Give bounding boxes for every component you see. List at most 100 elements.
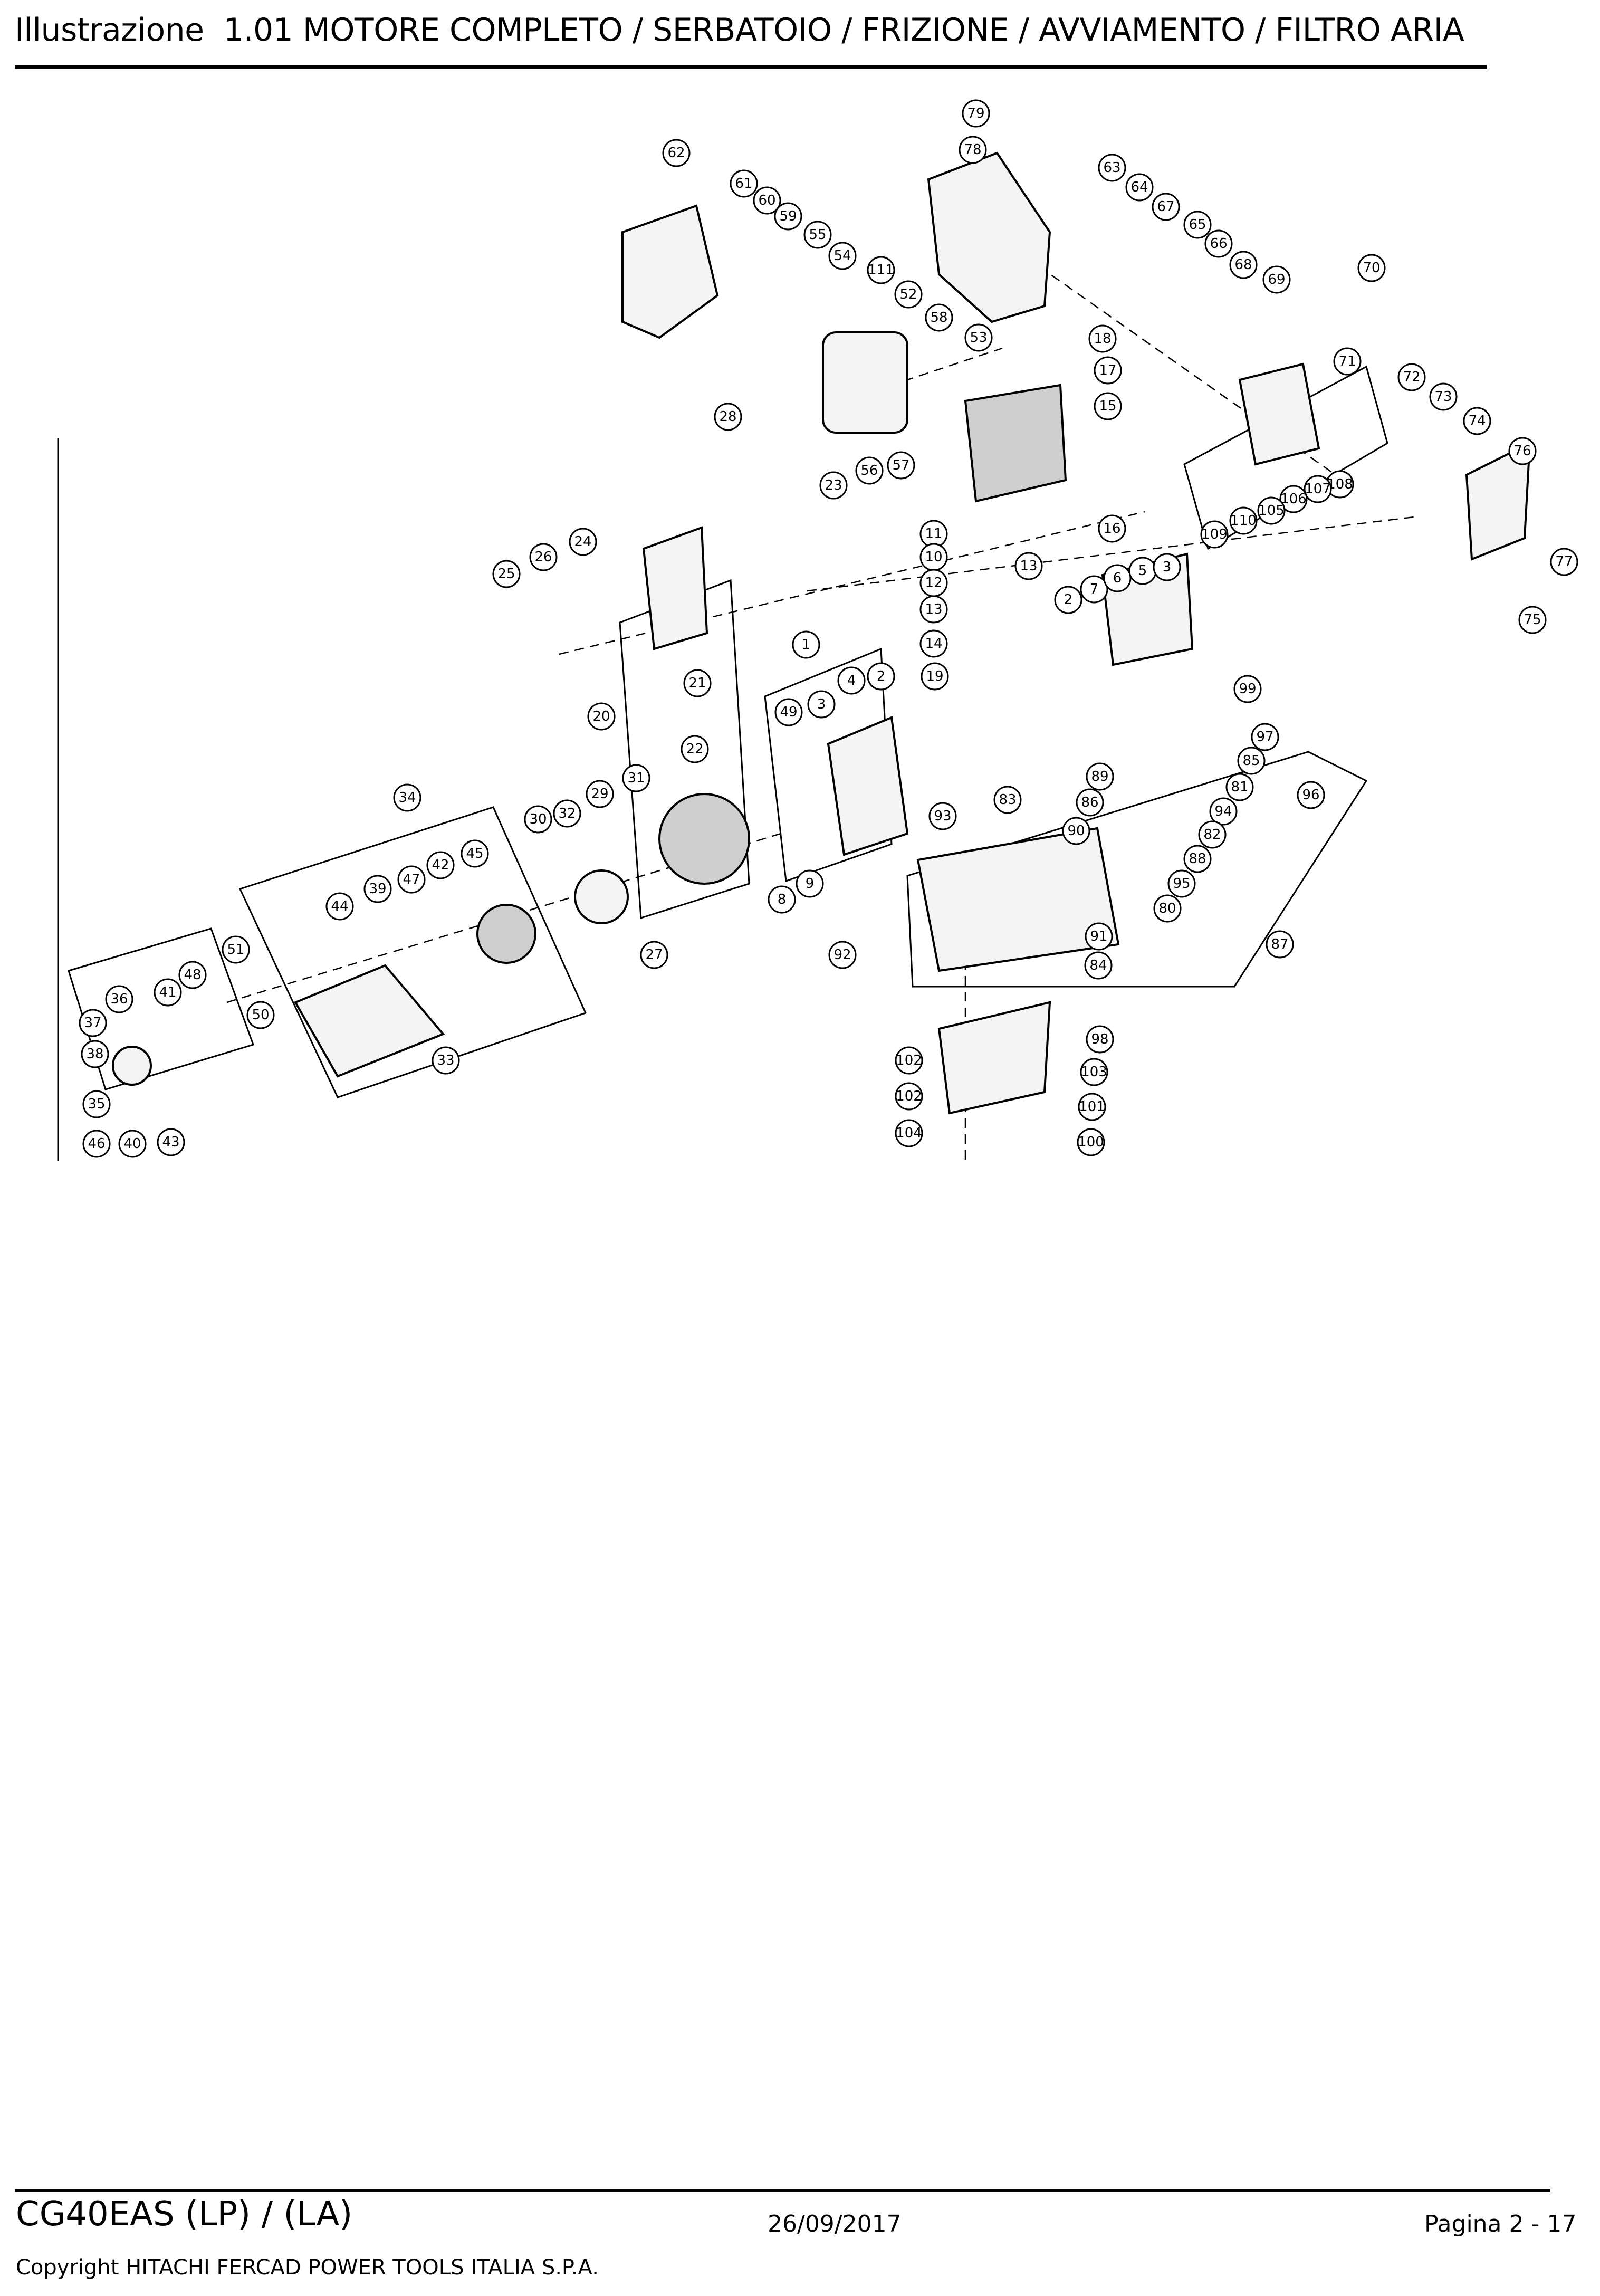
assembly-frames [68, 365, 1388, 1098]
callout-4: 4 [837, 666, 866, 695]
callout-label: 103 [1081, 1064, 1107, 1080]
callout-label: 107 [1305, 481, 1331, 497]
callout-circle [82, 1130, 111, 1158]
callout-label: 18 [1094, 331, 1111, 347]
callout-label: 56 [860, 463, 878, 479]
callout-label: 33 [437, 1053, 454, 1068]
callout-circle [828, 242, 857, 270]
callout-111: 111 [867, 256, 895, 284]
callout-label: 17 [1099, 362, 1116, 378]
callout-label: 64 [1130, 179, 1148, 195]
callout-circle [768, 885, 796, 914]
copyright-notice: Copyright HITACHI FERCAD POWER TOOLS ITA… [16, 2255, 599, 2280]
callout-2: 2 [867, 662, 895, 691]
callout-89: 89 [1086, 762, 1114, 791]
callout-66: 66 [1204, 229, 1233, 258]
callout-5: 5 [1128, 557, 1157, 585]
callout-46: 46 [82, 1130, 111, 1158]
callout-87: 87 [1266, 930, 1294, 959]
callout-69: 69 [1262, 265, 1291, 294]
callout-label: 68 [1234, 257, 1252, 273]
callout-circle [1062, 817, 1090, 845]
callout-11: 11 [919, 520, 948, 548]
callout-label: 78 [964, 142, 981, 158]
callout-circle [79, 1009, 107, 1037]
callout-35: 35 [82, 1090, 111, 1118]
callout-110: 110 [1229, 506, 1258, 535]
callout-circle [1086, 1025, 1114, 1054]
callout-circle [855, 456, 884, 485]
callout-45: 45 [461, 839, 489, 868]
frame-crankcase [764, 647, 893, 883]
components [112, 151, 1531, 1115]
callout-label: 23 [825, 477, 842, 493]
callout-24: 24 [569, 528, 597, 556]
callout-label: 42 [432, 857, 449, 873]
callout-circle [867, 256, 895, 284]
callout-label: 46 [88, 1136, 105, 1152]
callout-label: 85 [1242, 753, 1260, 769]
callout-circle [1088, 324, 1117, 353]
callout-13: 13 [1014, 552, 1043, 580]
callout-layer: 7978626160595554111525853636467656668697… [79, 99, 1578, 1158]
callout-75: 75 [1518, 606, 1547, 634]
callout-90: 90 [1062, 817, 1090, 845]
guard-98 [937, 1001, 1051, 1115]
callout-circle [426, 851, 455, 879]
callout-label: 8 [778, 892, 787, 907]
callout-100: 100 [1077, 1128, 1105, 1156]
callout-67: 67 [1152, 193, 1180, 221]
callout-8: 8 [768, 885, 796, 914]
flywheel-22 [658, 793, 750, 885]
callout-label: 27 [645, 947, 663, 963]
callout-label: 30 [529, 811, 547, 827]
callout-circle [157, 1128, 185, 1156]
callout-label: 62 [667, 145, 685, 161]
callout-88: 88 [1183, 845, 1212, 873]
callout-23: 23 [819, 471, 848, 500]
illustration-title: 1.01 MOTORE COMPLETO / SERBATOIO / FRIZI… [223, 12, 1464, 49]
callout-circle [1266, 930, 1294, 959]
callout-circle [683, 669, 712, 697]
callout-71: 71 [1333, 347, 1362, 376]
callout-label: 76 [1513, 443, 1531, 459]
callout-label: 93 [934, 808, 951, 824]
callout-circle [1333, 347, 1362, 376]
callout-circle [921, 662, 949, 691]
callout-label: 57 [892, 457, 909, 473]
callout-circle [1152, 193, 1180, 221]
callout-circle [461, 839, 489, 868]
callout-20: 20 [587, 702, 616, 731]
model-name: CG40EAS (LP) / (LA) [16, 2195, 353, 2234]
callout-circle [1237, 747, 1266, 775]
callout-70: 70 [1357, 254, 1386, 282]
callout-circle [1297, 781, 1325, 809]
callout-label: 84 [1089, 958, 1107, 973]
callout-84: 84 [1084, 951, 1113, 980]
callout-label: 102 [896, 1053, 922, 1068]
callout-label: 14 [925, 636, 942, 652]
callout-3: 3 [807, 690, 836, 719]
callout-6: 6 [1103, 564, 1132, 592]
callout-label: 28 [719, 409, 736, 425]
callout-circle [867, 662, 895, 691]
callout-label: 34 [398, 790, 416, 806]
callout-109: 109 [1200, 520, 1229, 549]
callout-circle [1229, 251, 1258, 279]
callout-circle [1204, 229, 1233, 258]
callout-73: 73 [1429, 382, 1458, 411]
clutch-hub-40 [112, 1046, 152, 1086]
callout-circle [569, 528, 597, 556]
callout-81: 81 [1225, 773, 1254, 801]
callout-circle [1463, 407, 1491, 435]
callout-label: 77 [1555, 554, 1573, 570]
callout-circle [964, 323, 993, 352]
callout-label: 109 [1201, 527, 1228, 542]
callout-label: 53 [970, 330, 987, 346]
callout-label: 4 [847, 673, 856, 688]
callout-circle [1153, 553, 1181, 581]
callout-label: 2 [1064, 592, 1073, 608]
callout-circle [1518, 606, 1547, 634]
callout-circle [1429, 382, 1458, 411]
callout-circle [587, 702, 616, 731]
